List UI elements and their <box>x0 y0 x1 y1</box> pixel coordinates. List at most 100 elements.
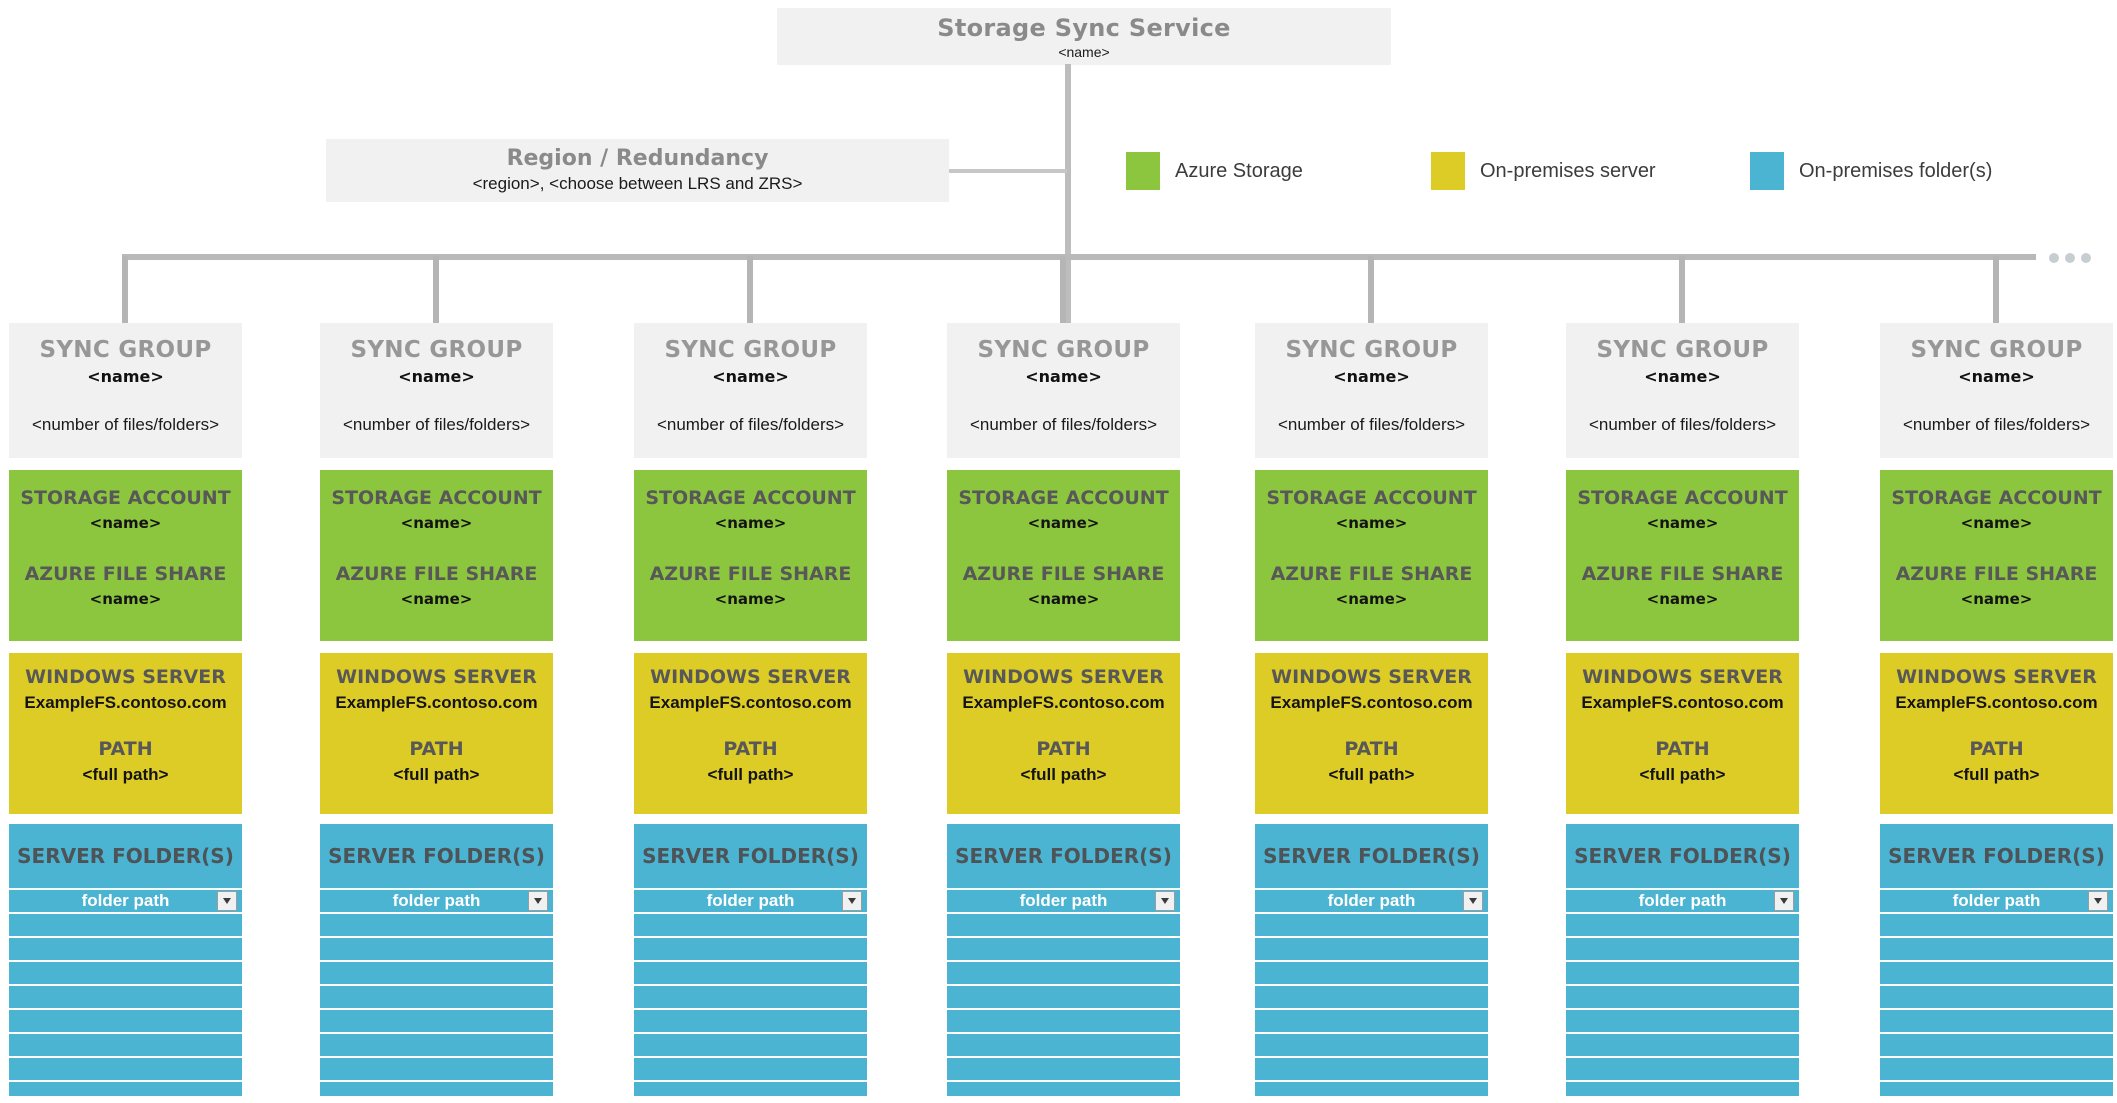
folder-row[interactable] <box>1255 962 1488 986</box>
sync-group-title: SYNC GROUP <box>977 337 1150 363</box>
dropdown-button[interactable] <box>217 891 237 911</box>
folder-row[interactable] <box>634 914 867 938</box>
folder-row[interactable] <box>320 962 553 986</box>
folder-row-partial[interactable] <box>320 1082 553 1096</box>
azure-file-share-label: AZURE FILE SHARE <box>335 563 538 585</box>
dropdown-button[interactable] <box>1774 891 1794 911</box>
folder-row-partial[interactable] <box>9 1082 242 1096</box>
windows-server-label: WINDOWS SERVER <box>336 666 537 688</box>
folder-row[interactable] <box>634 938 867 962</box>
folder-path-cell[interactable]: folder path <box>1255 888 1488 914</box>
dropdown-button[interactable] <box>2088 891 2108 911</box>
server-hostname: ExampleFS.contoso.com <box>24 693 227 712</box>
chevron-down-icon <box>848 898 856 904</box>
folder-row[interactable] <box>634 1010 867 1034</box>
folder-path-cell[interactable]: folder path <box>1566 888 1799 914</box>
folder-row[interactable] <box>9 1034 242 1058</box>
folder-row[interactable] <box>1880 1058 2113 1082</box>
folder-row[interactable] <box>1880 962 2113 986</box>
folder-row[interactable] <box>1566 962 1799 986</box>
folder-row[interactable] <box>320 1034 553 1058</box>
folder-path-value: folder path <box>392 891 481 910</box>
folder-row[interactable] <box>634 986 867 1010</box>
folder-row[interactable] <box>947 986 1180 1010</box>
folder-row[interactable] <box>1566 914 1799 938</box>
path-label: PATH <box>409 738 464 760</box>
folder-row-partial[interactable] <box>1566 1082 1799 1096</box>
folder-row[interactable] <box>1255 1034 1488 1058</box>
folder-row[interactable] <box>1880 914 2113 938</box>
folder-row[interactable] <box>320 938 553 962</box>
folder-row[interactable] <box>320 1058 553 1082</box>
sync-group-title: SYNC GROUP <box>39 337 212 363</box>
region-redundancy-title: Region / Redundancy <box>506 146 769 171</box>
folder-row[interactable] <box>1880 986 2113 1010</box>
folder-row[interactable] <box>9 1010 242 1034</box>
sync-group-column: SYNC GROUP <name> <number of files/folde… <box>1880 323 2113 1096</box>
folder-row[interactable] <box>634 1058 867 1082</box>
path-label: PATH <box>723 738 778 760</box>
sync-group-count-placeholder: <number of files/folders> <box>31 415 220 434</box>
folder-rows <box>320 914 553 1096</box>
dropdown-button[interactable] <box>842 891 862 911</box>
dropdown-button[interactable] <box>1155 891 1175 911</box>
windows-server-box: WINDOWS SERVER ExampleFS.contoso.com PAT… <box>1255 653 1488 814</box>
folder-row[interactable] <box>1255 938 1488 962</box>
sync-group-box: SYNC GROUP <name> <number of files/folde… <box>1255 323 1488 458</box>
sync-group-column: SYNC GROUP <name> <number of files/folde… <box>1566 323 1799 1096</box>
folder-row[interactable] <box>1880 1034 2113 1058</box>
folder-row-partial[interactable] <box>947 1082 1180 1096</box>
folder-path-cell[interactable]: folder path <box>634 888 867 914</box>
folder-path-cell[interactable]: folder path <box>320 888 553 914</box>
folder-row[interactable] <box>1255 986 1488 1010</box>
folder-path-cell[interactable]: folder path <box>947 888 1180 914</box>
folder-row[interactable] <box>947 1034 1180 1058</box>
folder-row[interactable] <box>9 938 242 962</box>
folder-row[interactable] <box>1255 914 1488 938</box>
folder-row-partial[interactable] <box>1880 1082 2113 1096</box>
folder-row[interactable] <box>320 914 553 938</box>
dropdown-button[interactable] <box>528 891 548 911</box>
folder-row[interactable] <box>1255 1058 1488 1082</box>
azure-file-share-label: AZURE FILE SHARE <box>1270 563 1473 585</box>
folder-row[interactable] <box>320 986 553 1010</box>
sync-group-name-placeholder: <name> <box>398 367 475 386</box>
path-label: PATH <box>1969 738 2024 760</box>
folder-row[interactable] <box>947 1010 1180 1034</box>
sync-group-count-placeholder: <number of files/folders> <box>342 415 531 434</box>
folder-row[interactable] <box>1880 938 2113 962</box>
folder-row[interactable] <box>634 1034 867 1058</box>
dropdown-button[interactable] <box>1463 891 1483 911</box>
folder-row[interactable] <box>1566 986 1799 1010</box>
folder-row[interactable] <box>9 914 242 938</box>
folder-row[interactable] <box>1880 1010 2113 1034</box>
folder-row[interactable] <box>9 962 242 986</box>
folder-row[interactable] <box>1255 1010 1488 1034</box>
ellipsis-dot <box>2081 253 2091 263</box>
folder-row[interactable] <box>1566 1034 1799 1058</box>
chevron-down-icon <box>223 898 231 904</box>
sync-group-name-placeholder: <name> <box>712 367 789 386</box>
windows-server-box: WINDOWS SERVER ExampleFS.contoso.com PAT… <box>1566 653 1799 814</box>
folder-row[interactable] <box>9 1058 242 1082</box>
folder-row[interactable] <box>1566 1058 1799 1082</box>
folder-row[interactable] <box>947 1058 1180 1082</box>
windows-server-box: WINDOWS SERVER ExampleFS.contoso.com PAT… <box>634 653 867 814</box>
sync-group-count-placeholder: <number of files/folders> <box>1588 415 1777 434</box>
folder-row-partial[interactable] <box>1255 1082 1488 1096</box>
path-label: PATH <box>1655 738 1710 760</box>
folder-row[interactable] <box>1566 938 1799 962</box>
service-name-placeholder: <name> <box>1058 44 1110 60</box>
folder-row-partial[interactable] <box>634 1082 867 1096</box>
folder-row[interactable] <box>634 962 867 986</box>
folder-path-cell[interactable]: folder path <box>1880 888 2113 914</box>
folder-row[interactable] <box>9 986 242 1010</box>
folder-path-cell[interactable]: folder path <box>9 888 242 914</box>
azure-storage-box: STORAGE ACCOUNT <name> AZURE FILE SHARE … <box>634 470 867 641</box>
folder-row[interactable] <box>320 1010 553 1034</box>
folder-row[interactable] <box>947 938 1180 962</box>
folder-row[interactable] <box>947 962 1180 986</box>
folder-row[interactable] <box>1566 1010 1799 1034</box>
folder-row[interactable] <box>947 914 1180 938</box>
